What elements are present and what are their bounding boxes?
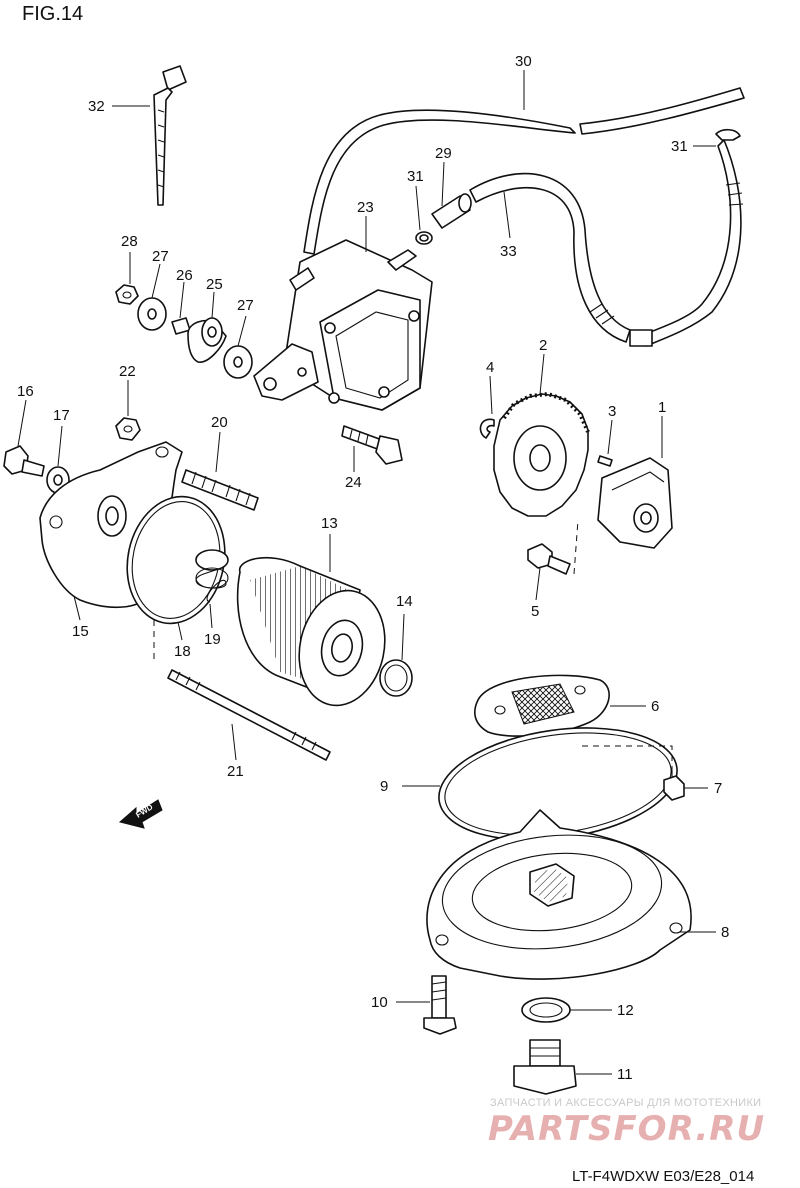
callout-20: 20: [211, 414, 228, 431]
callout-21: 21: [227, 763, 244, 780]
part-27-washer-a: [137, 297, 167, 331]
part-13-oil-filter: [236, 556, 386, 707]
part-12-gasket: [521, 997, 571, 1023]
callout-11: 11: [617, 1066, 633, 1083]
part-4-circlip: [479, 418, 495, 439]
watermark-brand: PARTSFOR.RU: [488, 1109, 765, 1149]
callout-27-b: 27: [237, 297, 254, 314]
part-14-o-ring: [379, 659, 413, 697]
part-19-spring: [195, 549, 229, 603]
part-7-screw: [663, 770, 685, 801]
callout-32: 32: [88, 98, 105, 115]
callout-14: 14: [396, 593, 413, 610]
callout-33: 33: [500, 243, 517, 260]
callout-31-upper: 31: [671, 138, 688, 155]
callout-15: 15: [72, 623, 89, 640]
part-26-collar: [171, 317, 191, 335]
fwd-arrow-icon: FWD: [118, 799, 163, 829]
part-24-bolt: [341, 425, 403, 465]
part-31-hose-clip-upper: [639, 128, 744, 347]
watermark: ЗАПЧАСТИ И АКСЕССУАРЫ ДЛЯ МОТОТЕХНИКИ PA…: [488, 1097, 765, 1149]
part-3-pin: [597, 455, 613, 467]
part-20-stud: [181, 469, 259, 511]
figure-title: FIG.14: [22, 3, 83, 25]
callout-28: 28: [121, 233, 138, 250]
callout-22: 22: [119, 363, 136, 380]
watermark-tagline: ЗАПЧАСТИ И АКСЕССУАРЫ ДЛЯ МОТОТЕХНИКИ: [490, 1097, 761, 1109]
callout-27-a: 27: [152, 248, 169, 265]
callout-23: 23: [357, 199, 374, 216]
callout-29: 29: [435, 145, 452, 162]
part-22-nut: [115, 417, 141, 441]
part-30-fuel-hose: [303, 87, 745, 255]
part-16-bolt: [3, 445, 45, 477]
part-5-screw: [527, 519, 579, 575]
part-21-long-bolt: [153, 620, 331, 761]
part-31-hose-clip-lower: [415, 231, 433, 245]
part-28-nut: [115, 284, 139, 305]
part-11-drain-plug: [513, 1039, 577, 1095]
callout-19: 19: [204, 631, 221, 648]
part-23-fuel-pump: [253, 239, 433, 411]
callout-3: 3: [608, 403, 616, 420]
callout-18: 18: [174, 643, 191, 660]
part-2-oil-pump-gear: [493, 391, 590, 517]
part-32-cable-tie: [153, 65, 187, 206]
part-27-washer-b: [223, 345, 253, 379]
part-8-oil-pan: [426, 809, 692, 980]
part-18-o-ring: [126, 495, 226, 625]
callout-12: 12: [617, 1002, 634, 1019]
callout-2: 2: [539, 337, 547, 354]
part-1-oil-pump: [597, 457, 673, 549]
part-33-hose: [469, 172, 653, 347]
callout-24: 24: [345, 474, 362, 491]
callout-4: 4: [486, 359, 494, 376]
callout-13: 13: [321, 515, 338, 532]
callout-9: 9: [380, 778, 388, 795]
part-25-grommet: [187, 317, 227, 363]
callouts: 30 31 32 28 27 26 25 27 31 29 23 33 22 1…: [17, 53, 729, 1083]
callout-6: 6: [651, 698, 659, 715]
leader-lines: [17, 70, 716, 1075]
callout-17: 17: [53, 407, 70, 424]
part-6-oil-strainer: [474, 674, 610, 737]
callout-5: 5: [531, 603, 539, 620]
part-10-bolt: [423, 975, 457, 1035]
callout-1: 1: [658, 399, 666, 416]
callout-10: 10: [371, 994, 388, 1011]
part-29-hose-fitting: [431, 193, 472, 229]
callout-25: 25: [206, 276, 223, 293]
callout-30: 30: [515, 53, 532, 70]
figure-code: LT-F4WDXW E03/E28_014: [572, 1168, 754, 1185]
callout-26: 26: [176, 267, 193, 284]
callout-8: 8: [721, 924, 729, 941]
callout-16: 16: [17, 383, 34, 400]
part-7-guide-line: [582, 745, 673, 770]
callout-7: 7: [714, 780, 722, 797]
callout-31-lower: 31: [407, 168, 424, 185]
